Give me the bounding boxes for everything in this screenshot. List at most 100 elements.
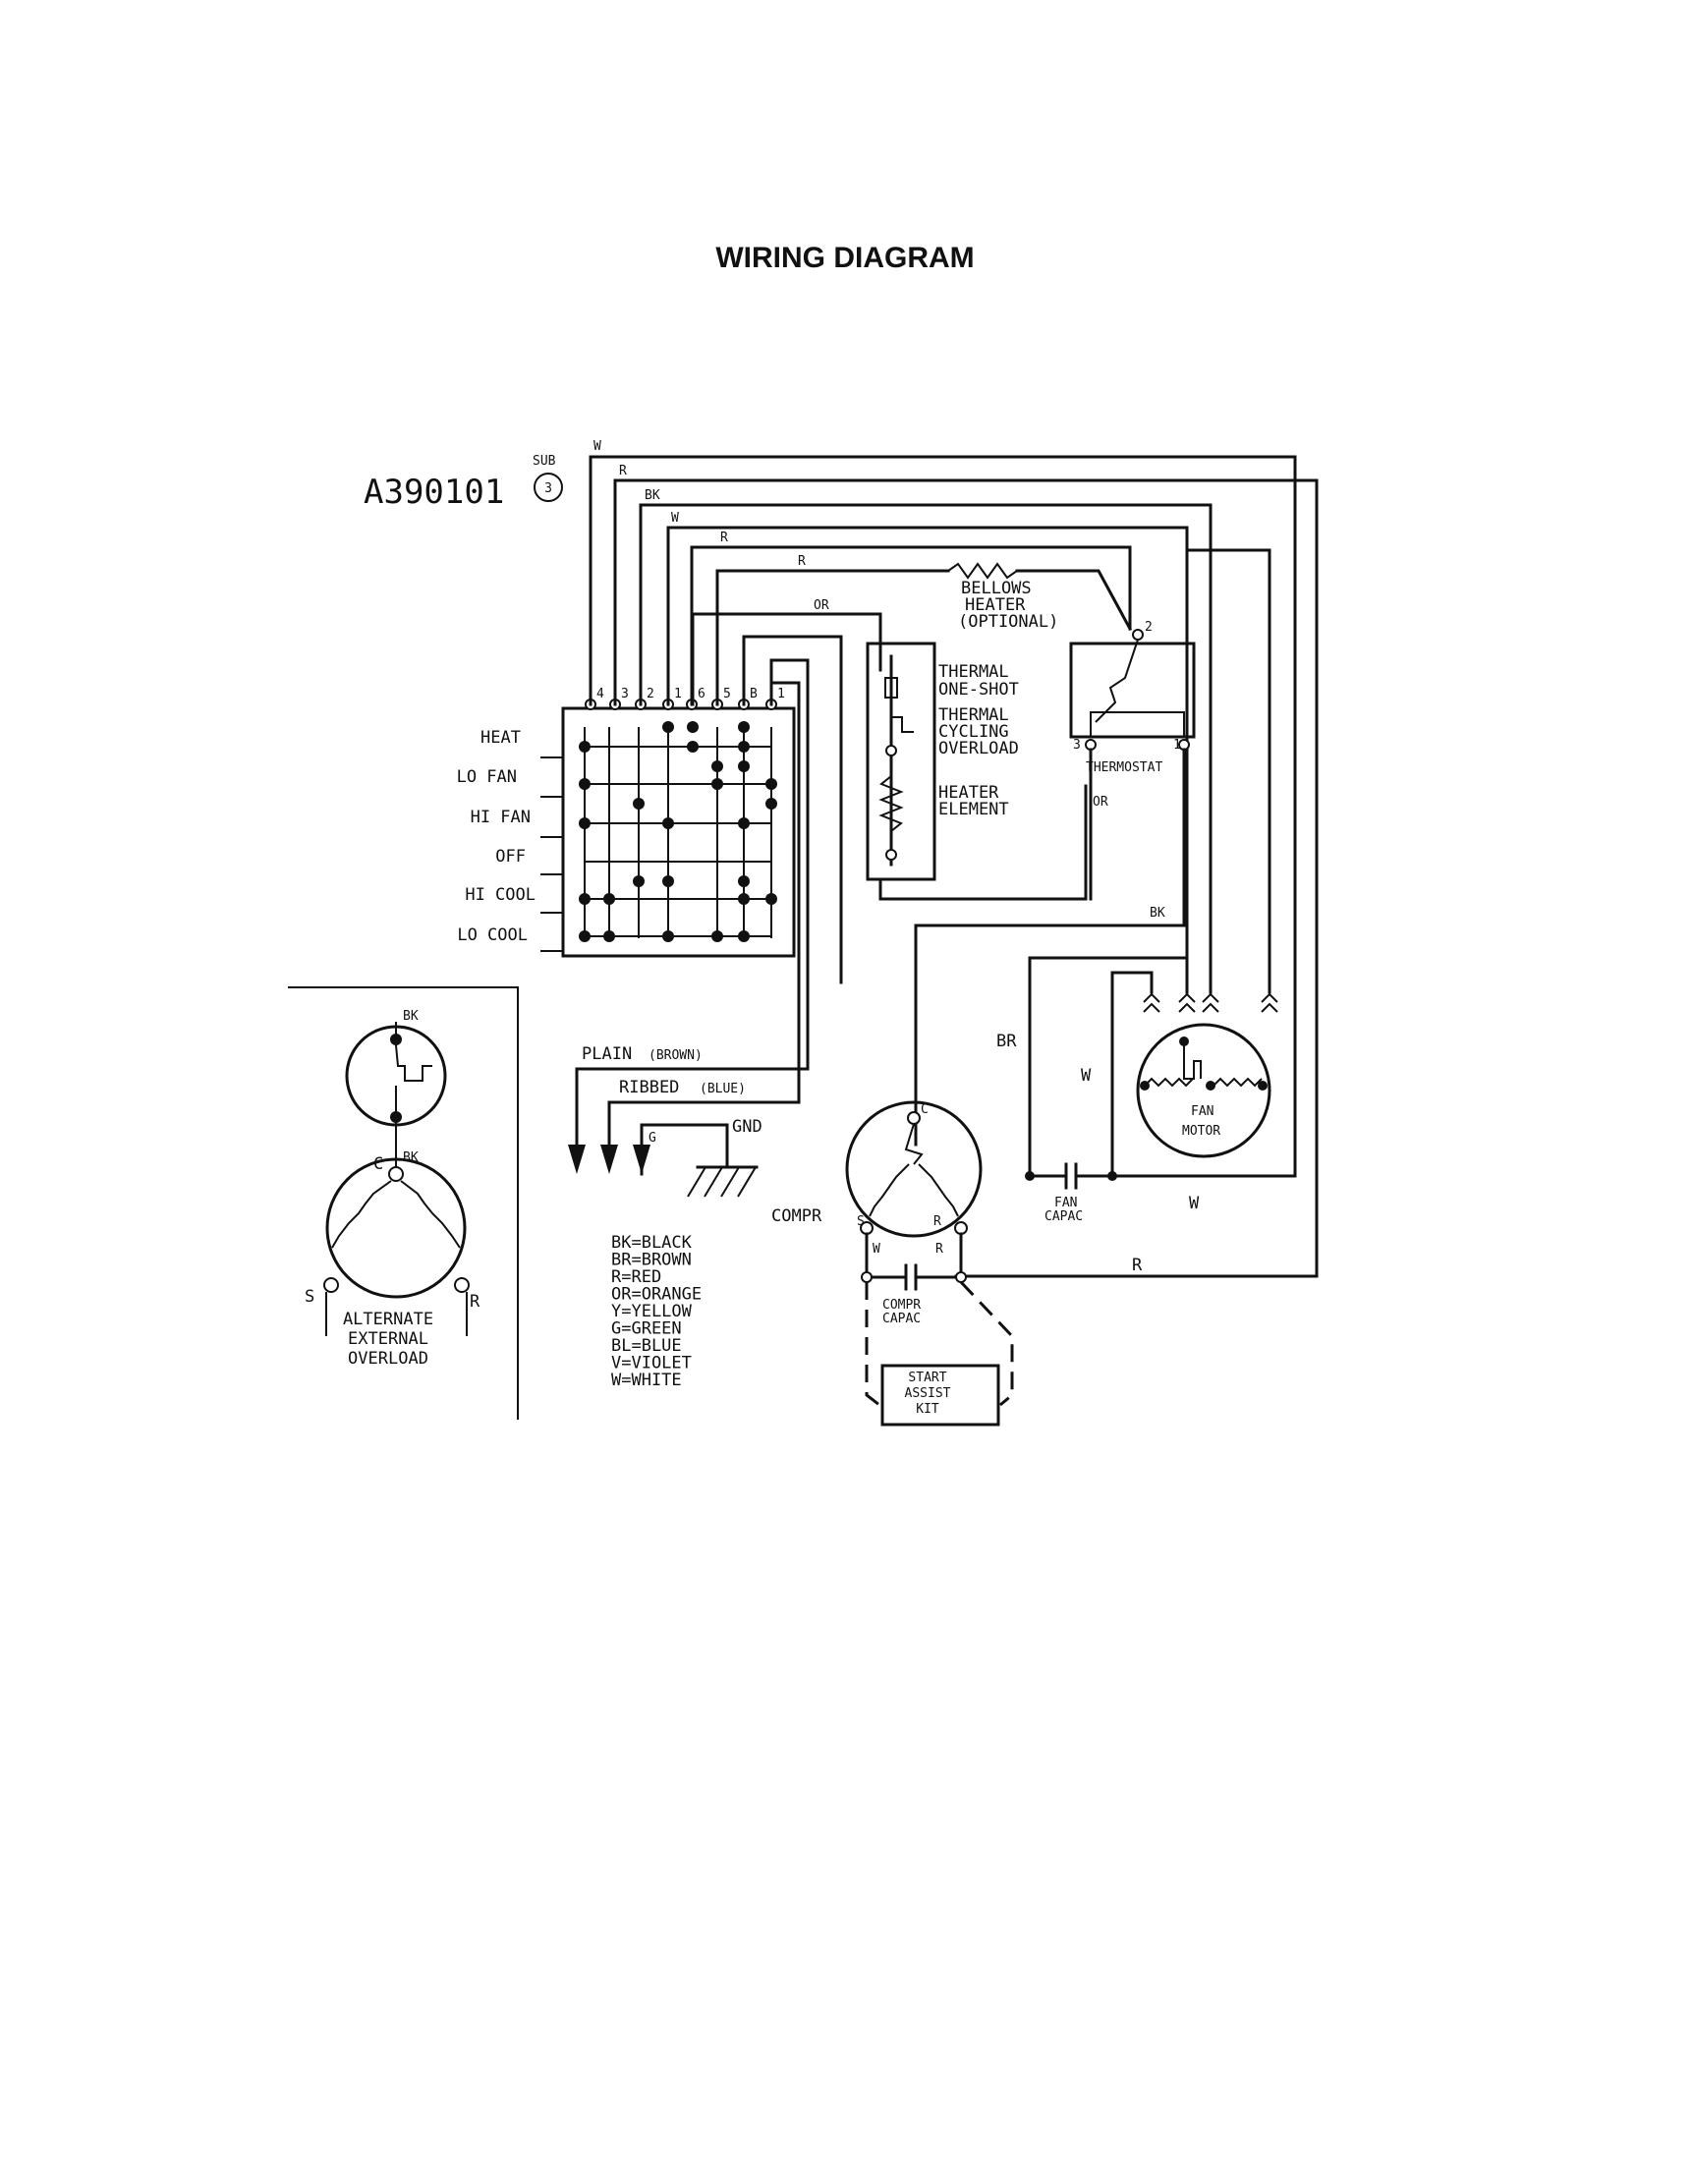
fan-connector-arrow: [1143, 1002, 1160, 1013]
wire-label-w-inner: W: [671, 511, 679, 526]
thermal-cycling-label-1: THERMAL: [938, 705, 1009, 725]
thermal-cycling-label-2: CYCLING: [938, 722, 1009, 742]
switch-terminal-label: 6: [698, 687, 705, 701]
compr-capac-label-1: COMPR: [882, 1298, 921, 1313]
alt-caption-1: ALTERNATE: [343, 1310, 433, 1329]
position-lo-fan: LO FAN: [457, 767, 517, 787]
wire-label-br-fan: BR: [996, 1032, 1017, 1051]
wire-label-w-bottom: W: [1189, 1194, 1200, 1213]
cord-ribbed-color: (BLUE): [700, 1082, 746, 1096]
switch-matrix: [584, 727, 772, 938]
switch-contact-dot: [765, 778, 777, 790]
legend-entry: BK=BLACK: [611, 1233, 693, 1253]
switch-contact-dot: [687, 721, 699, 733]
fan-connector-arrow: [1261, 1002, 1278, 1013]
wire-harness: [575, 455, 1319, 1278]
bellows-heater-label-2: HEATER: [965, 595, 1026, 615]
switch-terminal-label: 1: [674, 687, 682, 701]
fan-connector-arrow: [1178, 992, 1196, 1003]
alt-caption-2: EXTERNAL: [348, 1329, 428, 1349]
position-lo-cool: LO COOL: [457, 925, 528, 945]
position-heat: HEAT: [480, 728, 521, 748]
switch-contact-dot: [633, 875, 645, 887]
cord-g-label: G: [649, 1131, 656, 1146]
switch-contact-dot: [579, 893, 591, 905]
compr-r2-label: R: [935, 1242, 943, 1257]
fan-motor-label-2: MOTOR: [1182, 1124, 1220, 1139]
wire-label-r-top: R: [619, 464, 627, 478]
alt-r-label: R: [470, 1292, 480, 1312]
switch-contact-dot: [687, 741, 699, 753]
switch-box: [561, 706, 796, 958]
bellows-heater-label-3: (OPTIONAL): [958, 612, 1058, 632]
switch-contact-dot: [579, 778, 591, 790]
thermostat-pin-2: 2: [1145, 620, 1153, 635]
legend-entry: W=WHITE: [611, 1371, 682, 1390]
fan-connector-arrow: [1261, 992, 1278, 1003]
fan-motor-label-1: FAN: [1191, 1104, 1213, 1119]
legend-entry: BL=BLUE: [611, 1336, 682, 1356]
switch-contact-dot: [711, 930, 723, 942]
thermostat: [914, 629, 1196, 1114]
compressor: [845, 1100, 1014, 1427]
thermostat-pin-3: 3: [1073, 738, 1081, 753]
thermal-cycling-switch: [890, 716, 914, 733]
switch-contact-dot: [603, 893, 615, 905]
fan-connector-arrow: [1178, 1002, 1196, 1013]
thermal-one-shot-fuse: [884, 677, 898, 699]
thermal-one-shot-label-1: THERMAL: [938, 662, 1009, 682]
bellows-heater-label-1: BELLOWS: [961, 579, 1032, 598]
switch-terminal-label: 1: [777, 687, 785, 701]
switch-terminal-label: 3: [621, 687, 629, 701]
wire-label-or-thermostat: OR: [1093, 795, 1108, 810]
switch-contact-dot: [579, 930, 591, 942]
cord-gnd-label: GND: [732, 1117, 762, 1137]
wire-label-bk-thermostat: BK: [1150, 906, 1165, 921]
switch-contact-dot: [738, 875, 750, 887]
switch-terminal-label: 5: [723, 687, 731, 701]
legend-entry: G=GREEN: [611, 1319, 682, 1339]
compr-label: COMPR: [771, 1206, 822, 1226]
switch-contact-dot: [711, 760, 723, 772]
start-assist-label-2: ASSIST: [905, 1386, 951, 1401]
fan-connector-arrow: [1202, 1002, 1219, 1013]
legend-entry: R=RED: [611, 1267, 661, 1287]
switch-contact-dot: [738, 817, 750, 829]
heater-element-label-2: ELEMENT: [938, 800, 1009, 819]
legend-entry: BR=BROWN: [611, 1251, 692, 1270]
switch-terminal-label: 4: [596, 687, 604, 701]
sub-number: 3: [544, 481, 552, 496]
switch-contact-dot: [738, 893, 750, 905]
switch-contact-dot: [662, 721, 674, 733]
switch-contact-dot: [765, 798, 777, 810]
compr-r-label: R: [933, 1214, 941, 1229]
alt-s-label: S: [305, 1287, 314, 1307]
compr-s-label: S: [857, 1214, 865, 1229]
switch-contact-dot: [662, 875, 674, 887]
compr-w-label: W: [873, 1242, 880, 1257]
switch-contact-dot: [738, 930, 750, 942]
switch-contact-dot: [603, 930, 615, 942]
part-number: A390101: [364, 473, 504, 512]
start-assist-label-3: KIT: [916, 1402, 939, 1417]
wire-label-r-bottom: R: [1132, 1256, 1143, 1275]
switch-contact-dot: [662, 817, 674, 829]
wire-label-or-top: OR: [814, 598, 829, 613]
switch-terminal-label: 2: [647, 687, 654, 701]
switch-contact-dot: [579, 741, 591, 753]
fan-connector-arrow: [1202, 992, 1219, 1003]
switch-terminal-label: B: [750, 687, 758, 701]
ground-symbol: [687, 1165, 759, 1198]
fan-capac-label-2: CAPAC: [1044, 1209, 1083, 1224]
wire-label-bk-top: BK: [645, 488, 660, 503]
diagram-title: WIRING DIAGRAM: [715, 242, 974, 274]
compr-c-label: C: [921, 1102, 929, 1117]
cord-plain-label: PLAIN: [582, 1044, 632, 1064]
wire-label-r-inner: R: [720, 531, 728, 545]
color-legend: BK=BLACKBR=BROWNR=REDOR=ORANGEY=YELLOWG=…: [611, 1233, 702, 1390]
thermostat-contact: [1095, 639, 1139, 723]
heater-assembly: [866, 642, 1088, 901]
switch-contact-dot: [579, 817, 591, 829]
